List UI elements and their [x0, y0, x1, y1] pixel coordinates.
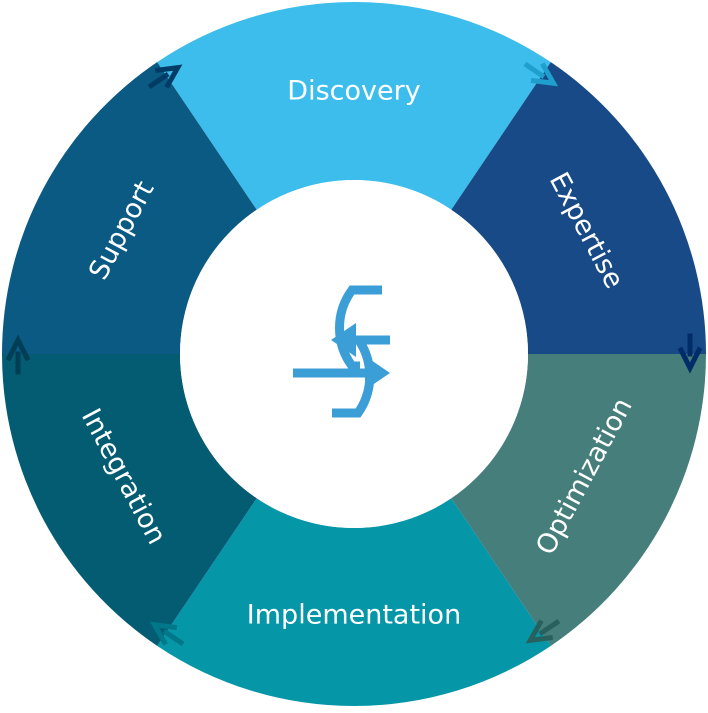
- segment-optimization[interactable]: [451, 354, 706, 646]
- arrow-icon: [147, 64, 183, 89]
- label-implementation: Implementation: [247, 600, 461, 631]
- sync-arrows-icon: [293, 285, 390, 418]
- segment-implementation[interactable]: [157, 498, 551, 706]
- segment-expertise[interactable]: [451, 62, 706, 355]
- arrow-icon: [5, 334, 31, 375]
- arrow-icon: [523, 61, 559, 87]
- label-discovery: Discovery: [287, 76, 420, 107]
- segment-arrows: [5, 61, 703, 647]
- arrow-icon: [525, 619, 561, 644]
- segment-support[interactable]: [2, 62, 257, 355]
- arrow-icon: [149, 621, 185, 647]
- arrow-icon: [677, 333, 703, 374]
- segment-integration[interactable]: [1, 354, 257, 646]
- segment-discovery[interactable]: [157, 1, 551, 210]
